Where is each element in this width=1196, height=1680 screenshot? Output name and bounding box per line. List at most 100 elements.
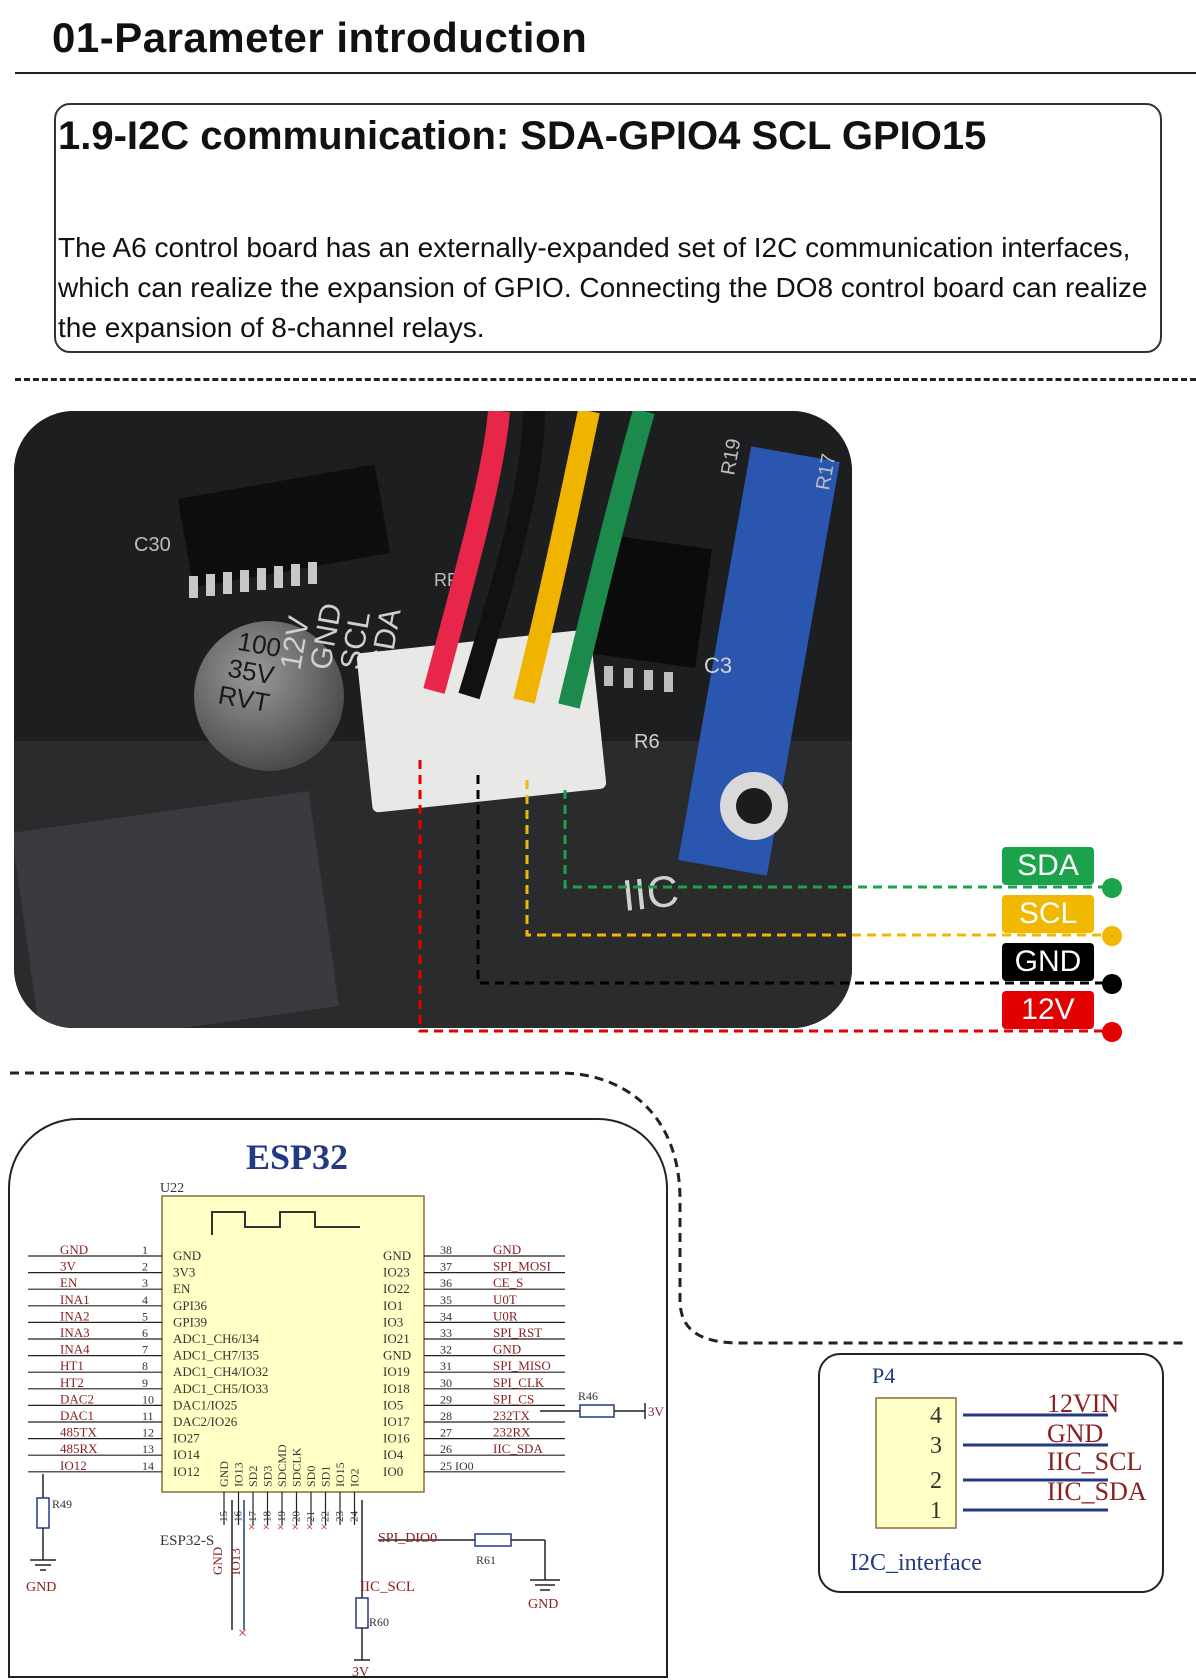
p4-ref: P4 (872, 1363, 895, 1388)
left-pin-name: GPI39 (173, 1314, 207, 1329)
left-pin-number: 14 (142, 1459, 154, 1473)
right-net-label: SPI_MISO (493, 1358, 551, 1373)
chip-body (161, 1195, 425, 1493)
left-pin-name: ADC1_CH5/IO33 (173, 1381, 268, 1396)
no-connect-io13: × (238, 1625, 247, 1642)
left-net-label: INA1 (60, 1292, 90, 1307)
no-connect-mark: × (292, 1519, 299, 1534)
left-pin-number: 9 (142, 1376, 148, 1390)
p4-name: I2C_interface (850, 1550, 982, 1576)
left-pin-name: ADC1_CH7/I35 (173, 1348, 259, 1363)
r61-label: R61 (476, 1553, 496, 1567)
left-net-label: 485TX (60, 1425, 97, 1440)
right-pin-name: IO22 (383, 1281, 410, 1296)
right-pin-number: 27 (440, 1426, 452, 1440)
right-pin-name: IO23 (383, 1265, 410, 1280)
connector-box (818, 1353, 1164, 1593)
left-net-label: DAC2 (60, 1391, 94, 1406)
net-spi-dio0: SPI_DIO0 (378, 1531, 437, 1546)
left-pin-name: DAC2/IO26 (173, 1414, 238, 1429)
right-pin-name: GND (383, 1348, 411, 1363)
left-net-label: HT1 (60, 1358, 84, 1373)
left-pin-name: ADC1_CH4/IO32 (173, 1364, 268, 1379)
right-pin-number: 37 (440, 1260, 452, 1274)
p4-body (875, 1397, 957, 1529)
right-pin-name: IO17 (383, 1414, 410, 1429)
left-net-label: INA4 (60, 1342, 90, 1357)
p4-pin-number: 2 (930, 1468, 942, 1494)
section-description: The A6 control board has an externally-e… (58, 232, 1148, 343)
no-connect-mark: × (321, 1519, 328, 1534)
bottom-pin-name: IO2 (348, 1468, 362, 1487)
right-net-label: GND (493, 1342, 521, 1357)
bottom-pin-name: SD1 (319, 1466, 333, 1487)
right-pin-name: IO4 (383, 1447, 404, 1462)
right-net-label: IIC_SDA (493, 1441, 543, 1456)
wire-green (558, 411, 655, 709)
bottom-pin-number: 18 (262, 1511, 274, 1523)
wire-yellow (513, 411, 600, 704)
r49-label: R49 (52, 1497, 72, 1511)
no-connect-mark: × (263, 1519, 270, 1534)
gnd-dot (1102, 974, 1122, 994)
bottom-pin-name: IO13 (232, 1462, 246, 1487)
bottom-pin-name: SDCLK (290, 1447, 304, 1487)
scl-dot (1102, 926, 1122, 946)
net-3v-bottom: 3V (352, 1665, 369, 1680)
left-pin-name: 3V3 (173, 1265, 195, 1280)
p4-pin-number: 4 (930, 1403, 942, 1429)
bottom-pin-name: SD3 (261, 1466, 275, 1487)
r60-label: R60 (369, 1615, 389, 1629)
right-pin-number: 34 (440, 1309, 452, 1323)
left-pin-number: 3 (142, 1276, 148, 1290)
right-pin-name: IO0 (383, 1464, 403, 1479)
wire-black (458, 411, 545, 700)
left-net-label: DAC1 (60, 1408, 94, 1423)
right-pin-number: 33 (440, 1326, 452, 1340)
net-iic-scl: IIC_SCL (360, 1579, 415, 1595)
bottom-pin-number: 17 (247, 1511, 259, 1523)
left-pin-name: GPI36 (173, 1298, 207, 1313)
oled-module (678, 446, 840, 876)
left-pin-name: IO14 (173, 1447, 200, 1462)
pin-label-gnd: GND (1002, 943, 1094, 981)
p4-net-label: GND (1047, 1419, 1103, 1448)
board-photo: 100 35V RVT 12V GND SCL SDA IIC C3 R6 C3… (14, 411, 852, 1028)
bottom-pin-number: 16 (233, 1511, 245, 1523)
bottom-pin-number: 21 (305, 1511, 317, 1522)
ic-chip-pcf (586, 533, 712, 669)
right-pin-number: 26 (440, 1442, 452, 1456)
left-pin-number: 1 (142, 1243, 148, 1257)
p4-pin-number: 3 (930, 1433, 942, 1459)
silk-c3: C3 (704, 653, 732, 678)
left-net-label: 3V (60, 1259, 77, 1274)
route-sda (563, 790, 1110, 889)
right-net-label: SPI_CS (493, 1391, 534, 1406)
right-pin-name: IO3 (383, 1314, 403, 1329)
left-net-label: GND (60, 1242, 88, 1257)
left-pin-name: ADC1_CH6/I34 (173, 1331, 259, 1346)
right-pin-name: IO18 (383, 1381, 410, 1396)
left-pin-name: DAC1/IO25 (173, 1397, 237, 1412)
p4-pin-number: 1 (930, 1498, 942, 1524)
right-pin-name: IO5 (383, 1397, 403, 1412)
pin-label-12v: 12V (1002, 991, 1094, 1029)
left-pin-number: 10 (142, 1392, 154, 1406)
right-pin-name: IO21 (383, 1331, 410, 1346)
right-net-label: U0T (493, 1292, 517, 1307)
left-net-label: INA3 (60, 1325, 90, 1340)
right-pin-name: IO1 (383, 1298, 403, 1313)
left-pin-name: IO12 (173, 1464, 200, 1479)
net-3v-right: 3V (648, 1404, 665, 1419)
right-pin-number: 36 (440, 1276, 452, 1290)
p4-net-label: 12VIN (1047, 1389, 1119, 1418)
left-pin-number: 2 (142, 1260, 148, 1274)
ic-chip-large (177, 464, 391, 588)
silk-c30: C30 (134, 534, 171, 556)
schematic-box (8, 1118, 668, 1678)
right-pin-name: IO16 (383, 1431, 410, 1446)
chip-ref: U22 (160, 1181, 184, 1196)
route-12v (418, 760, 1110, 1033)
